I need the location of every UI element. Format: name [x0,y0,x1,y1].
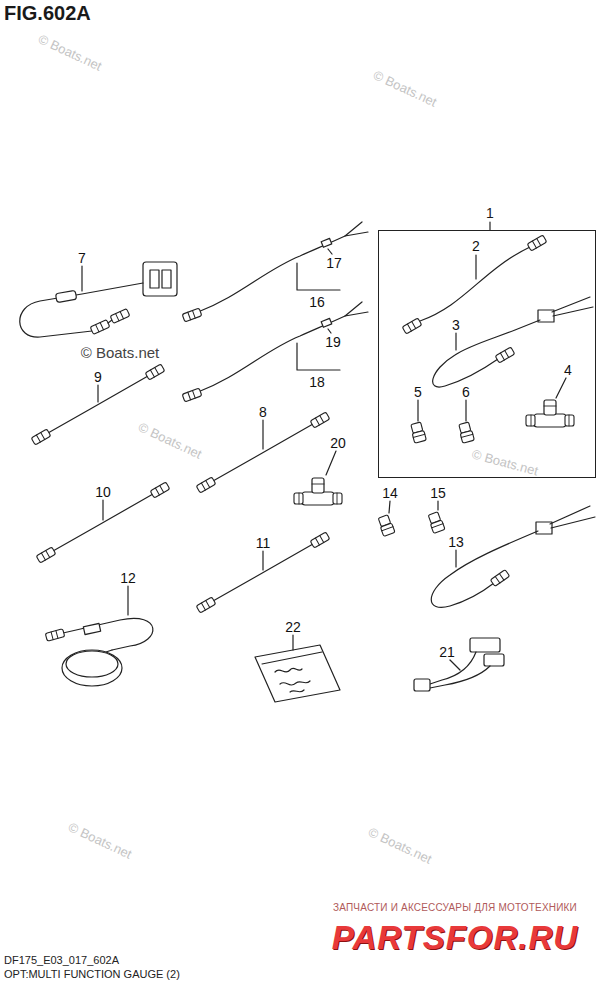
callout-number: 3 [451,318,461,332]
watermark: © Boats.net [81,345,160,360]
callout-number: 20 [329,436,347,450]
callout-number: 21 [438,645,456,659]
callout-number: 8 [258,405,268,419]
callout-number: 6 [461,385,471,399]
callout-number: 10 [94,485,112,499]
callout-number: 22 [284,620,302,634]
callout-number: 7 [77,251,87,265]
group-box: 1 [378,230,596,478]
drawing-code: DF175_E03_017_602A [4,955,119,966]
watermark: © Boats.net [366,825,433,866]
callout-number: 4 [563,363,573,377]
callout-number: 14 [381,486,399,500]
shop-logo: PARTSFOR.RU [332,921,578,954]
figure-caption: OPT:MULTI FUNCTION GAUGE (2) [4,969,180,980]
callout-number: 18 [308,375,326,389]
callout-number: 17 [325,256,343,270]
callout-number: 12 [119,571,137,585]
watermark: © Boats.net [66,820,133,861]
callout-number: 2 [471,239,481,253]
callout-number: 5 [413,385,423,399]
watermark: © Boats.net [36,32,103,73]
watermark: © Boats.net [470,447,539,477]
callout-number: 9 [93,370,103,384]
callout-number: 15 [429,486,447,500]
shop-slogan: ЗАПЧАСТИ И АКСЕССУАРЫ ДЛЯ МОТОТЕХНИКИ [333,903,577,913]
callout-number: 1 [485,206,495,220]
watermark: © Boats.net [136,420,203,461]
callout-number: 13 [447,535,465,549]
callout-number: 16 [308,295,326,309]
figure-title: FIG.602A [4,3,91,23]
callout-number: 19 [324,335,342,349]
watermark: © Boats.net [371,68,438,109]
callout-number: 11 [255,536,272,550]
